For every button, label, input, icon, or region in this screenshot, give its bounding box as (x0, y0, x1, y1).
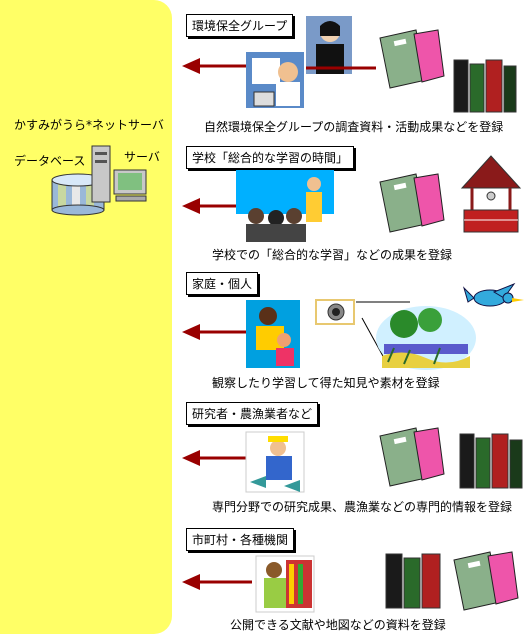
server-icon (91, 145, 147, 203)
connector-line (356, 301, 410, 359)
connector-line (306, 66, 376, 70)
books-icon (459, 433, 523, 489)
camera-icon (315, 299, 355, 325)
well-icon (460, 155, 522, 233)
bird-icon (462, 282, 524, 307)
server-panel (0, 0, 172, 634)
section-caption: 専門分野での研究成果、農漁業などの専門的情報を登録 (212, 500, 513, 514)
books-icon (453, 59, 517, 113)
notebooks-icon (379, 29, 445, 89)
phone-worker-icon (246, 52, 304, 108)
arrow-icon (182, 450, 252, 466)
section-label-researchers: 研究者・農漁業者など (186, 402, 319, 425)
landscape-icon (376, 306, 476, 370)
section-caption: 自然環境保全グループの調査資料・活動成果などを登録 (204, 120, 504, 134)
section-label-municipalities: 市町村・各種機関 (186, 528, 295, 551)
section-label-school: 学校「総合的な学習の時間」 (186, 146, 355, 169)
server-label: サーバ (124, 150, 160, 164)
arrow-icon (182, 58, 252, 74)
woman-icon (306, 16, 352, 74)
fisherman-icon (245, 431, 305, 493)
notebooks-icon (379, 173, 445, 233)
arrow-icon (182, 574, 252, 590)
site-title: かすみがうら*ネットサーバ (14, 118, 164, 132)
notebooks-icon (453, 551, 519, 611)
librarian-icon (255, 555, 315, 613)
section-caption: 学校での「総合的な学習」などの成果を登録 (212, 248, 453, 262)
section-caption: 公開できる文献や地図などの資料を登録 (230, 618, 446, 632)
section-label-household: 家庭・個人 (186, 272, 259, 295)
section-caption: 観察したり学習して得た知見や素材を登録 (212, 376, 440, 390)
arrow-icon (182, 324, 252, 340)
notebooks-icon (379, 427, 445, 487)
classroom-icon (236, 170, 334, 242)
section-label-environment-group: 環境保全グループ (186, 14, 294, 37)
family-icon (246, 300, 300, 368)
books-icon (385, 553, 441, 609)
database-label: データベース (14, 154, 86, 168)
